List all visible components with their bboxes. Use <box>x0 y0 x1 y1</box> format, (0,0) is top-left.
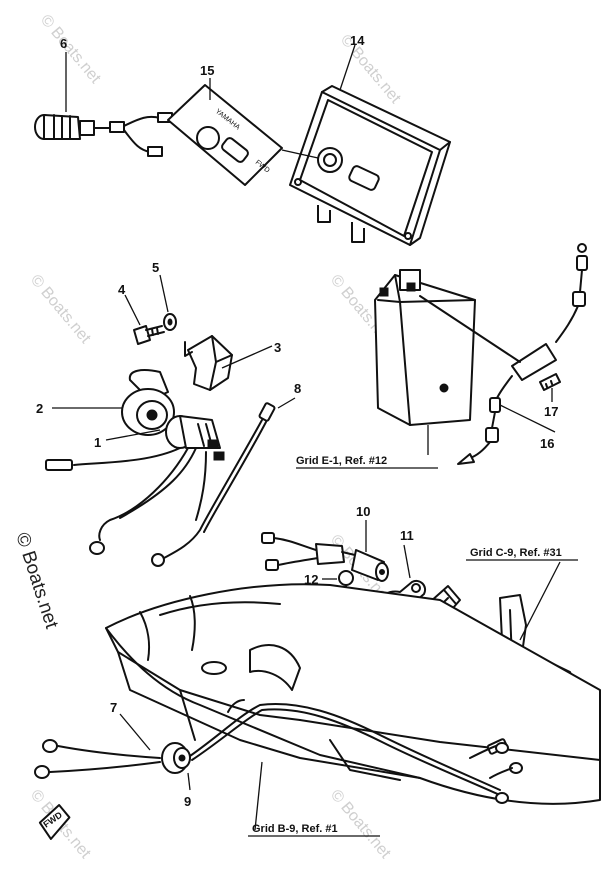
watermark-5: © Boats.net <box>11 530 62 632</box>
part-16-lead[interactable] <box>419 243 588 465</box>
part-17-pin[interactable] <box>539 373 561 391</box>
ref-grid-e1: Grid E-1, Ref. #12 <box>296 455 387 467</box>
label-6: 6 <box>60 36 67 51</box>
label-10: 10 <box>356 504 370 519</box>
part-3-bracket[interactable] <box>184 335 233 391</box>
part-1-main-switch[interactable] <box>45 415 225 555</box>
part-15-panel-plate[interactable]: YAMAHA FWD <box>167 84 283 186</box>
part-6-switch-plug[interactable] <box>34 112 173 157</box>
part-4-bolt[interactable] <box>133 325 165 345</box>
part-cdi-unit[interactable] <box>374 269 476 426</box>
label-8: 8 <box>294 381 301 396</box>
ref-grid-c9: Grid C-9, Ref. #31 <box>470 547 562 559</box>
label-3: 3 <box>274 340 281 355</box>
part-10-switch-harness[interactable] <box>261 532 389 582</box>
part-2-switch-housing[interactable] <box>121 369 175 436</box>
ref-grid-b9: Grid B-9, Ref. #1 <box>252 823 338 835</box>
label-16: 16 <box>540 436 554 451</box>
watermark-3: © Boats.net <box>27 272 94 348</box>
part-14-control-box[interactable] <box>289 85 451 246</box>
label-15: 15 <box>200 63 214 78</box>
part-8-lead-wire[interactable] <box>151 402 276 567</box>
part-lower-cowling[interactable] <box>105 583 601 805</box>
label-9: 9 <box>184 794 191 809</box>
label-1: 1 <box>94 435 101 450</box>
label-2: 2 <box>36 401 43 416</box>
label-17: 17 <box>544 404 558 419</box>
label-7: 7 <box>110 700 117 715</box>
watermark-1: © Boats.net <box>37 12 104 88</box>
label-11: 11 <box>400 528 414 543</box>
label-4: 4 <box>118 282 126 297</box>
part-9-grommet[interactable] <box>161 742 191 774</box>
part-7-harness[interactable] <box>34 699 523 804</box>
label-14: 14 <box>350 33 365 48</box>
label-5: 5 <box>152 260 159 275</box>
part-5-washer[interactable] <box>163 313 177 331</box>
